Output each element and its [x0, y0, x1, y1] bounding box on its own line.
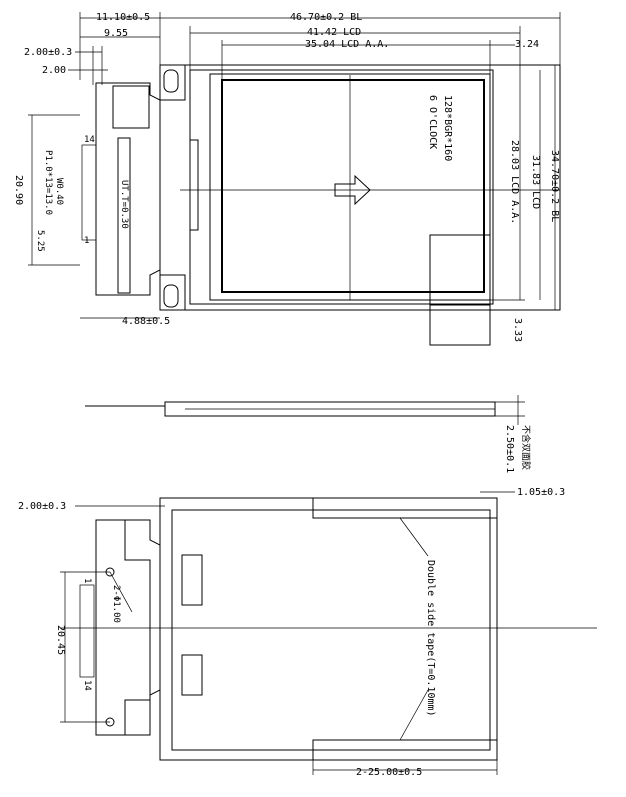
- dim-bottom-offset: 4.88±0.5: [122, 316, 170, 327]
- tape-bottom: [312, 739, 498, 761]
- side-view: 2.50±0.1 不含双面胶: [85, 395, 532, 473]
- hole-label: 2-Φ1.00: [111, 585, 121, 623]
- pin-pitch-note: P1.0*13=13.0: [43, 150, 53, 215]
- pin-contacts: [81, 144, 97, 241]
- stiffener-hatch: [112, 85, 150, 129]
- dim-tab-gap: 2.00±0.3: [24, 47, 72, 58]
- backlight-back: [171, 509, 491, 751]
- thickness-note: 不含双面胶: [520, 425, 532, 470]
- ic-bump: [190, 139, 199, 231]
- resolution-label: 128*BGR*160: [442, 95, 453, 161]
- dim-hole-spacing: 20.45: [55, 625, 66, 655]
- dim-fpc-height: 20.90: [13, 175, 24, 205]
- top-dimensions: 11.10±0.5 9.55 46.70±0.2 BL 41.42 LCD 35…: [24, 12, 561, 85]
- orientation-arrow-icon: [334, 174, 371, 206]
- pin-dimensions: 20.90 P1.0*13=13.0 W0.40 5.25: [13, 114, 80, 266]
- right-dimensions: 28.03 LCD A.A. 31.83 LCD 34.70±0.2 BL 3.…: [490, 65, 560, 342]
- dim-aa-width: 35.04 LCD A.A.: [305, 39, 389, 50]
- dim-lcd-height: 31.83 LCD: [530, 155, 541, 209]
- fpc-trace-block: [117, 137, 131, 294]
- pin-first: 14: [84, 135, 95, 145]
- lcd-active-area: [221, 79, 485, 293]
- dim-tab-gap-bottom: 2.00±0.3: [18, 501, 66, 512]
- fpc-exit-hatch: [429, 304, 491, 346]
- dim-tape-width: 2-25.00±0.5: [356, 767, 422, 778]
- dim-bottom-right: 3.33: [512, 318, 523, 342]
- dim-panel-offset: 11.10±0.5: [96, 12, 150, 23]
- pin-contacts-bottom: [79, 584, 95, 678]
- dim-bl-height: 34.70±0.2 BL: [549, 150, 560, 222]
- dim-pin-offset: 5.25: [35, 230, 45, 252]
- dim-right-offset: 1.05±0.3: [517, 487, 565, 498]
- lcd-outline: [189, 69, 494, 305]
- fpc-tail-top: 14 1 UT.T=0.30: [81, 82, 161, 296]
- bottom-view: 2.00±0.3 1 14 2-Φ1.00 20.45 1.05±0.3 Dou…: [18, 487, 597, 778]
- tape-top: [312, 497, 498, 519]
- pin-last-bottom: 14: [82, 680, 92, 691]
- pin-last: 1: [84, 236, 89, 246]
- dim-bl-width: 46.70±0.2 BL: [290, 12, 362, 23]
- dim-tab-width: 2.00: [42, 65, 66, 76]
- dim-thickness: 2.50±0.1: [504, 425, 515, 473]
- module-back-outline: [159, 497, 498, 761]
- dim-lcd-width: 41.42 LCD: [307, 27, 361, 38]
- dim-fpc-width: 9.55: [104, 28, 128, 39]
- backlight-frame: 128*BGR*160 6 O'CLOCK: [159, 64, 561, 311]
- mount-slot-bottom: [163, 284, 179, 308]
- fpc-exit-box: [429, 234, 491, 346]
- dim-aa-height: 28.03 LCD A.A.: [509, 140, 520, 224]
- pin-first-bottom: 1: [82, 578, 92, 583]
- fpc-tail-bottom: [95, 519, 161, 736]
- mount-slot-top: [163, 69, 179, 93]
- top-view: 11.10±0.5 9.55 46.70±0.2 BL 41.42 LCD 35…: [13, 12, 561, 346]
- tape-label: Double side tape(T=0.10mm): [425, 560, 436, 717]
- dim-aa-right-offset: 3.24: [515, 39, 539, 50]
- pin-width-note: W0.40: [54, 178, 64, 205]
- fpc-label: UT.T=0.30: [119, 180, 129, 229]
- viewing-label: 6 O'CLOCK: [427, 95, 438, 149]
